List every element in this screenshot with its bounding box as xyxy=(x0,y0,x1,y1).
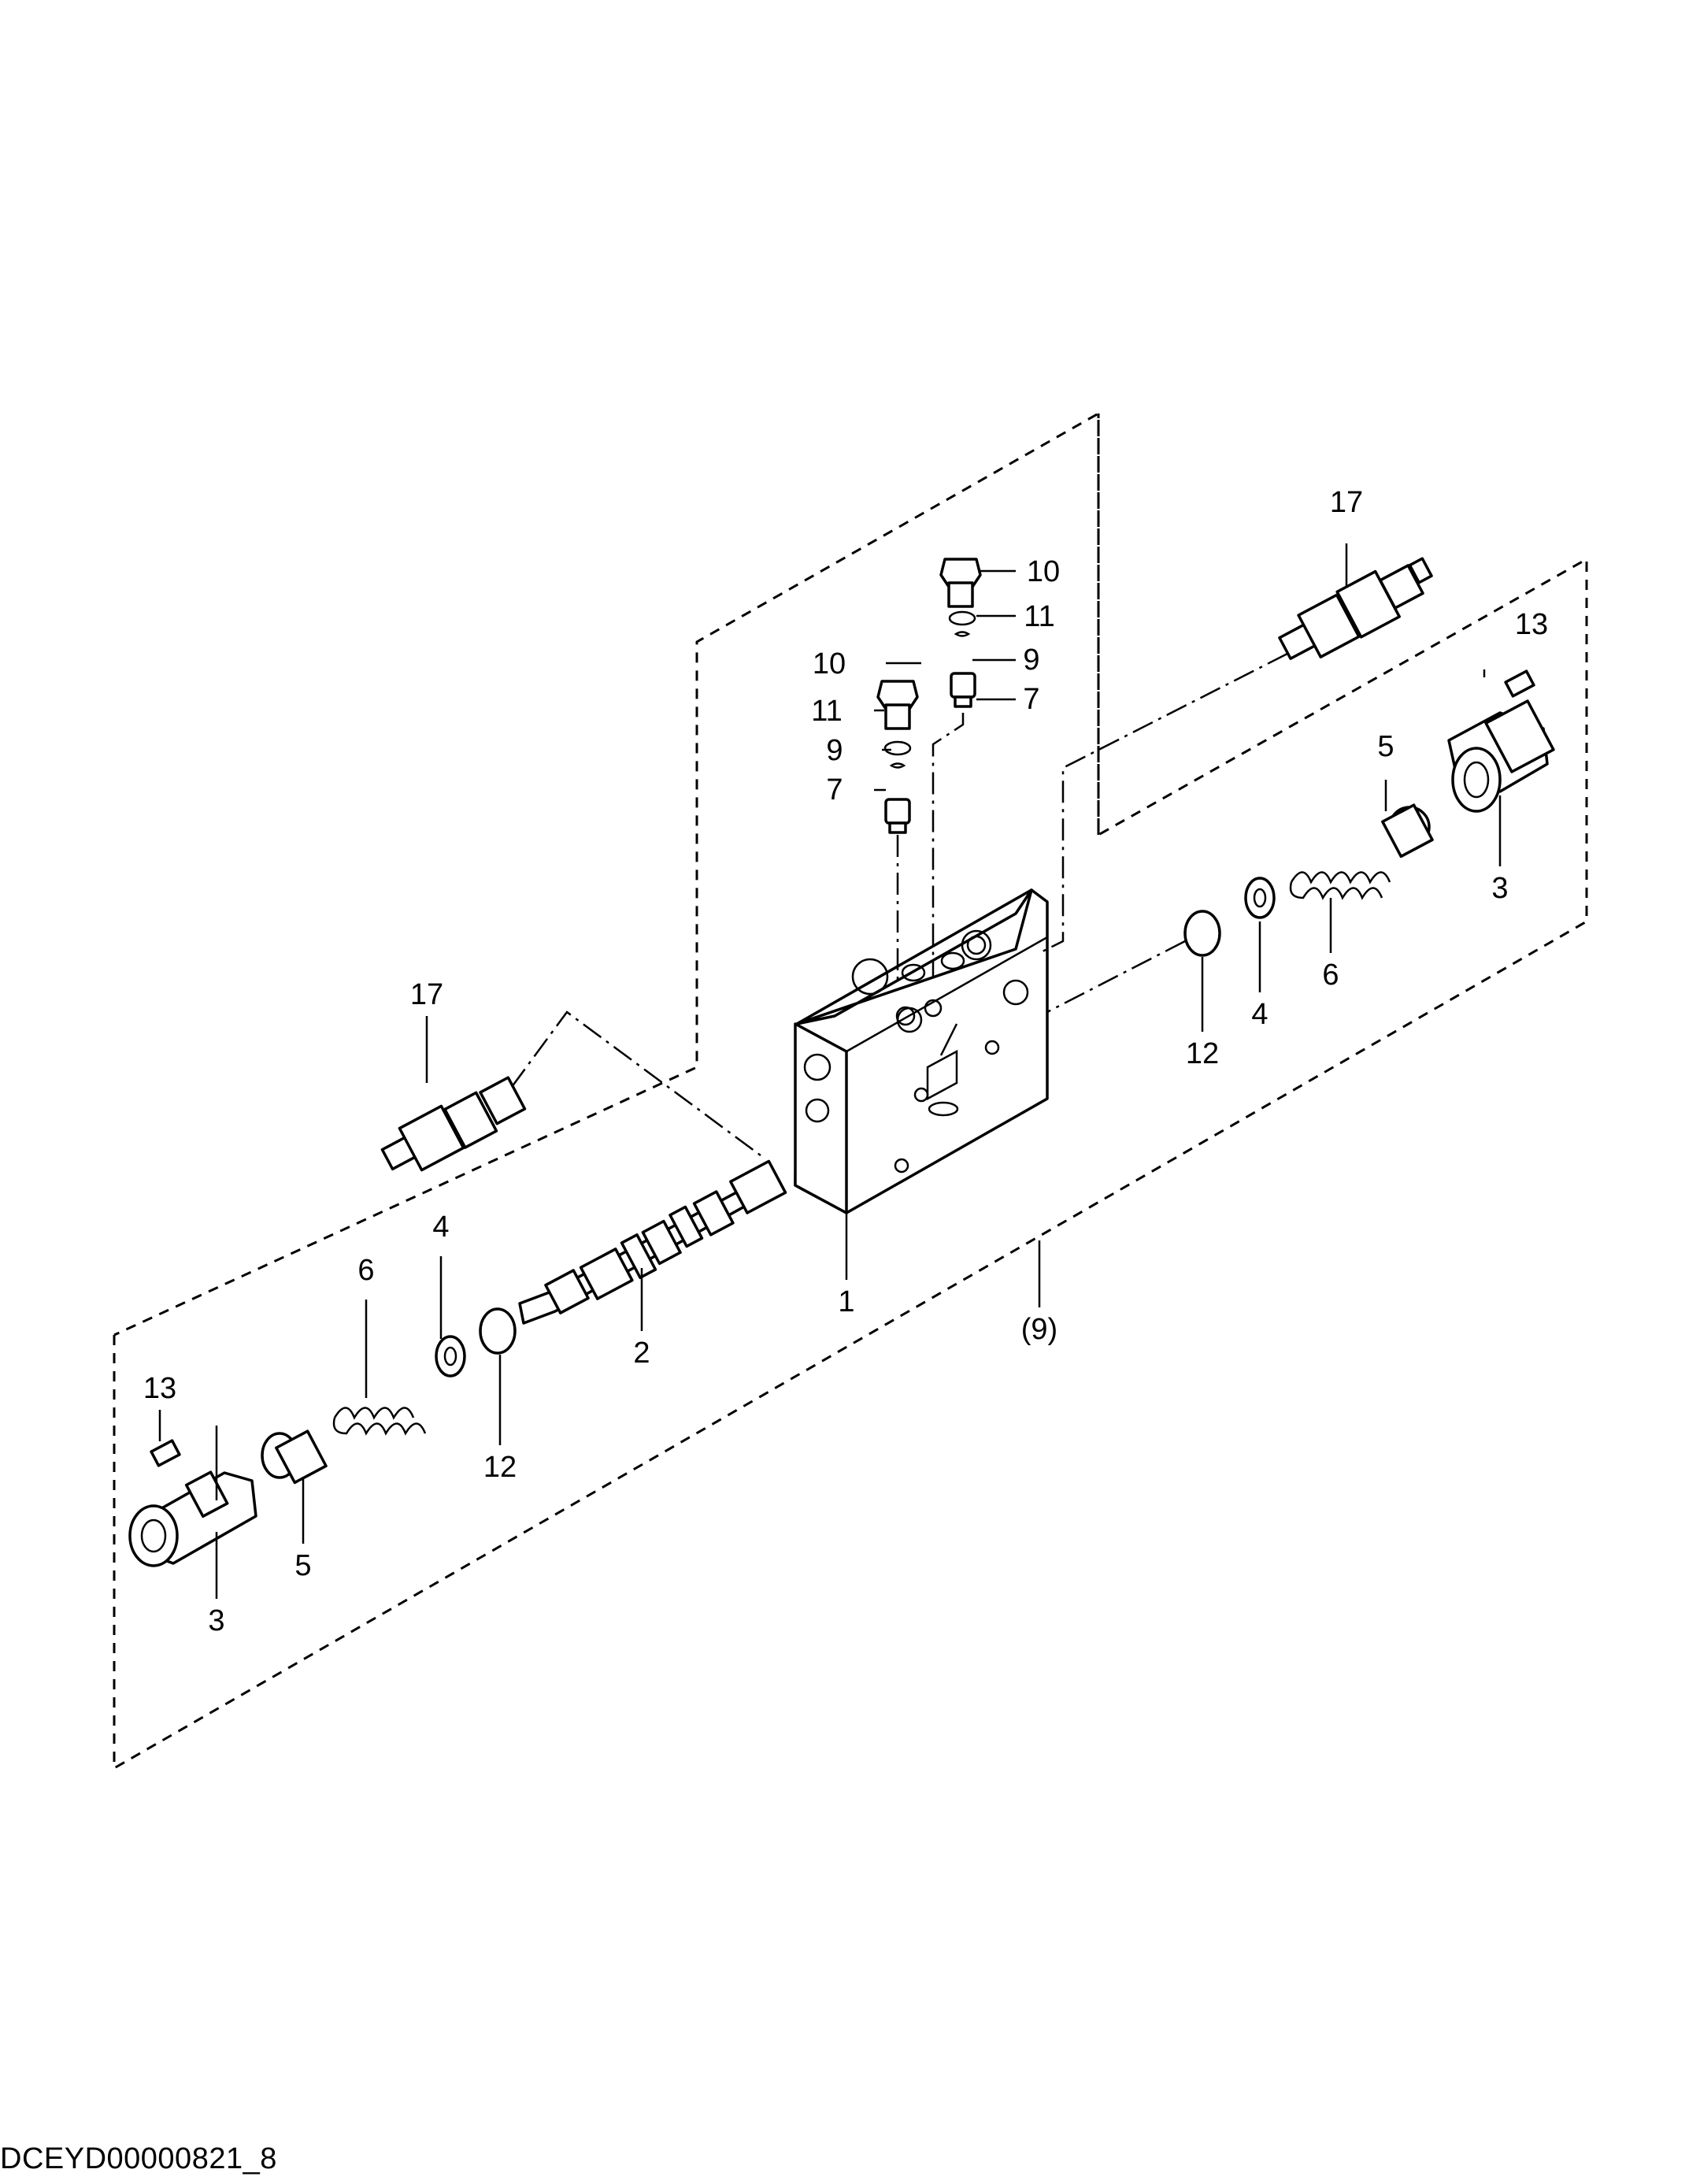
plug-stack-right xyxy=(931,558,982,977)
callout-12-right: 12 xyxy=(1186,1037,1219,1070)
spool xyxy=(518,1159,787,1325)
callout-13-left: 13 xyxy=(143,1372,176,1405)
callout-assembly-9: (9) xyxy=(1021,1313,1057,1346)
callout-13-right: 13 xyxy=(1515,608,1548,641)
callout-6-left: 6 xyxy=(357,1254,374,1287)
callout-5-right: 5 xyxy=(1377,730,1394,763)
callout-7-left: 7 xyxy=(826,773,843,806)
callout-10-right: 10 xyxy=(1027,555,1060,588)
cap-assembly-left xyxy=(128,1307,517,1567)
callout-2: 2 xyxy=(633,1337,650,1370)
leader-lines xyxy=(158,543,1502,1599)
callout-7-right: 7 xyxy=(1023,683,1039,716)
callout-11-right: 11 xyxy=(1024,600,1054,633)
callout-10-left: 10 xyxy=(813,647,846,680)
callout-17-right: 17 xyxy=(1330,486,1363,519)
callout-4-right: 4 xyxy=(1251,998,1268,1031)
assembly-boundary xyxy=(113,411,1588,1771)
callout-12-left: 12 xyxy=(483,1451,517,1484)
plug-stack-left xyxy=(876,680,919,981)
callout-11-left: 11 xyxy=(811,695,842,728)
callout-1: 1 xyxy=(838,1285,854,1318)
callout-labels: 1 2 (9) 3 3 5 5 4 4 6 6 12 12 13 13 17 1… xyxy=(143,486,1548,1637)
callout-6-right: 6 xyxy=(1322,959,1339,992)
cap-assembly-right xyxy=(1046,669,1555,1014)
callout-4-left: 4 xyxy=(432,1211,449,1244)
callout-9-left: 9 xyxy=(826,734,843,767)
callout-3-left: 3 xyxy=(208,1604,224,1637)
callout-3-right: 3 xyxy=(1491,872,1508,905)
callout-17-left: 17 xyxy=(410,978,443,1011)
relief-cartridge-right xyxy=(1039,557,1433,955)
callout-5-left: 5 xyxy=(294,1549,311,1582)
callout-9-right: 9 xyxy=(1023,643,1039,677)
relief-cartridge-left xyxy=(380,1010,765,1172)
document-id: DCEYD00000821_8 xyxy=(0,2142,277,2175)
valve-body xyxy=(794,888,1049,1214)
